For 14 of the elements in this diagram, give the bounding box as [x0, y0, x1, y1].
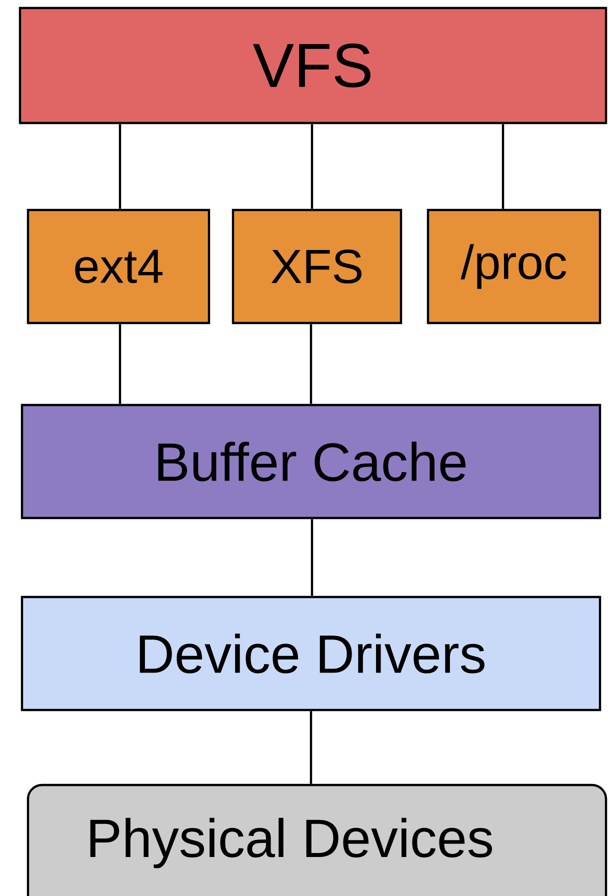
layer-box: Device Drivers	[20, 596, 602, 712]
connector-line	[118, 124, 122, 209]
filesystem-box: XFS	[232, 208, 402, 324]
connector-line	[310, 324, 312, 404]
filesystem-box: /proc	[426, 208, 602, 324]
connector-line	[118, 324, 122, 404]
layer-box: Buffer Cache	[20, 404, 602, 520]
device-box: Physical Devices	[26, 784, 608, 896]
connector-line	[310, 519, 314, 596]
filesystem-box: ext4	[26, 208, 210, 324]
connector-line	[310, 124, 314, 209]
layer-box: VFS	[18, 6, 608, 124]
connector-line	[310, 711, 312, 784]
connector-line	[502, 124, 504, 209]
